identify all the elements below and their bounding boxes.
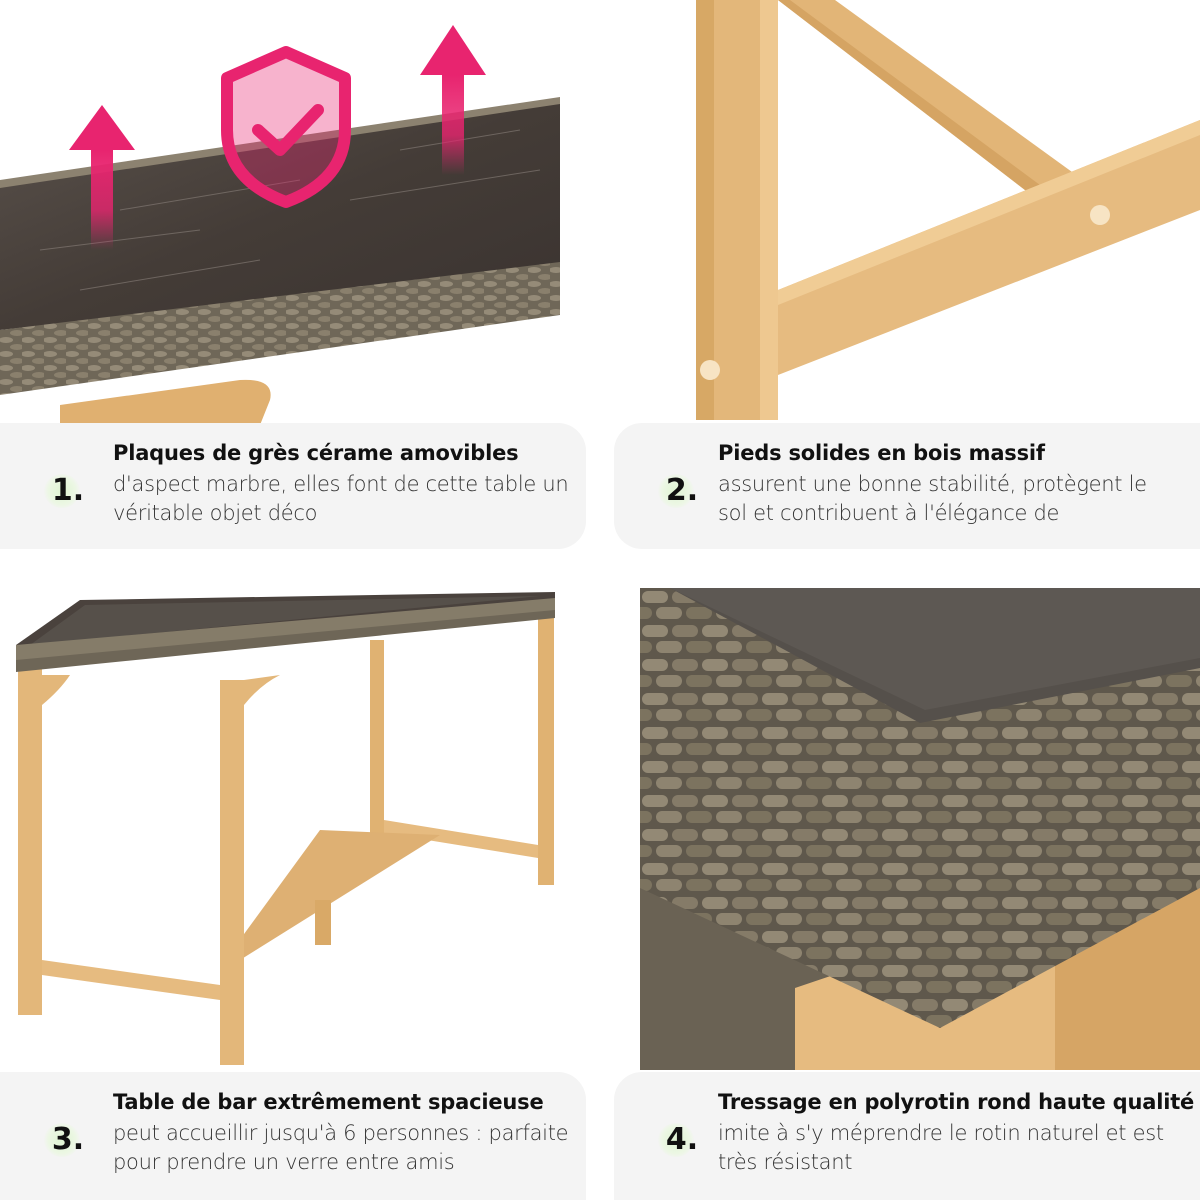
feature-card-4: 4. Tressage en polyrotin rond haute qual…	[614, 1072, 1200, 1200]
bar-table-illustration	[0, 580, 600, 1070]
feature-card-1: 1. Plaques de grès cérame amovibles d'as…	[0, 423, 586, 549]
feature-title-4: Tressage en polyrotin rond haute qualité	[718, 1090, 1195, 1114]
arrow-up-icon-left	[69, 105, 135, 250]
panel-2-image	[600, 0, 1200, 425]
feature-number-4: 4.	[658, 1117, 704, 1161]
feature-title-2: Pieds solides en bois massif	[718, 441, 1045, 465]
feature-body-4: imite à s'y méprendre le rotin naturel e…	[718, 1121, 1164, 1174]
rattan-weave-illustration	[640, 588, 1200, 1070]
feature-body-1: d'aspect marbre, elles font de cette tab…	[113, 472, 569, 525]
feature-number-1: 1.	[44, 468, 90, 512]
panel-1-image	[0, 0, 600, 425]
wood-leg-illustration	[600, 0, 1200, 425]
arrow-up-icon-right	[420, 25, 486, 175]
tabletop-closeup-illustration	[0, 0, 600, 425]
feature-body-3: peut accueillir jusqu'à 6 personnes : pa…	[113, 1121, 569, 1174]
feature-number-2: 2.	[658, 468, 704, 512]
feature-body-2: assurent une bonne stabilité, protègent …	[718, 472, 1147, 525]
feature-card-3: 3. Table de bar extrêmement spacieuse pe…	[0, 1072, 586, 1200]
feature-card-2: 2. Pieds solides en bois massif assurent…	[614, 423, 1200, 549]
shield-check-icon	[221, 46, 351, 208]
feature-title-3: Table de bar extrêmement spacieuse	[113, 1090, 544, 1114]
panel-3-image	[0, 580, 600, 1070]
panel-4-image	[640, 588, 1200, 1070]
feature-title-1: Plaques de grès cérame amovibles	[113, 441, 519, 465]
feature-number-3: 3.	[44, 1117, 90, 1161]
